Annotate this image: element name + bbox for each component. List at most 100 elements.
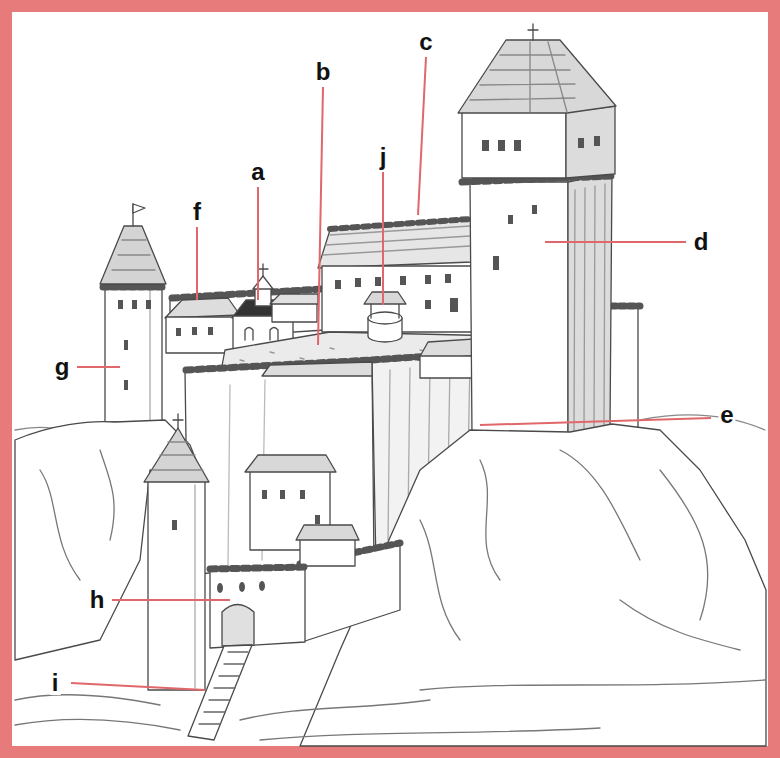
pencil-sketch-part: [172, 520, 177, 530]
sketch-part-part: [239, 582, 245, 592]
callout-letter: f: [191, 200, 203, 224]
pencil-sketch-part: [245, 328, 278, 341]
leader-lines-part: [71, 683, 205, 690]
pencil-sketch-part: [188, 645, 252, 740]
sketch-part: [335, 274, 458, 312]
pencil-sketch-part: [300, 538, 355, 566]
sketch-part-part: [335, 280, 341, 289]
leader-lines-part: [545, 241, 686, 243]
sketch-part-part: [482, 140, 489, 151]
pencil-sketch-part: [210, 567, 305, 569]
sketch-part-part: [124, 380, 128, 390]
pencil-sketch-part: [300, 424, 766, 746]
sketch-part-part: [300, 490, 305, 499]
pencil-sketch-part: [173, 414, 183, 428]
pencil-sketch-part: [100, 226, 166, 284]
sketch-part-part: [259, 581, 265, 591]
pencil-sketch-part: [148, 480, 205, 690]
sketch-part-part: [514, 140, 521, 151]
pencil-sketch-part: [210, 568, 305, 648]
pencil-sketch-part: [470, 42, 575, 112]
pencil-sketch-part: [253, 276, 273, 289]
pencil-sketch-part: [152, 442, 203, 470]
leader-lines-part: [418, 57, 426, 215]
pencil-sketch-part: [105, 285, 162, 422]
pencil-sketch-part: [368, 312, 402, 324]
sketch-part-part: [355, 278, 361, 287]
sketch-part-part: [192, 327, 197, 335]
pencil-sketch-part: [568, 172, 612, 434]
pencil-sketch-part: [566, 106, 615, 178]
sketch-part-part: [400, 276, 406, 285]
callout-letter: i: [50, 671, 61, 695]
sketch-part-part: [176, 328, 181, 336]
pencil-sketch-part: [149, 290, 150, 420]
sketch-part-part: [375, 277, 381, 286]
callout-letter: c: [417, 30, 434, 54]
pencil-sketch: [15, 24, 766, 746]
pencil-sketch-part: [420, 450, 740, 650]
sketch-part: [217, 581, 265, 593]
pencil-sketch-part: [458, 40, 616, 113]
pencil-sketch-part: [322, 266, 472, 332]
sketch-part: [262, 490, 320, 524]
pencil-sketch-part: [364, 292, 406, 304]
leader-lines: [71, 57, 711, 690]
pencil-sketch-part: [574, 184, 605, 430]
pencil-sketch-part: [528, 24, 538, 40]
pencil-sketch-part: [133, 204, 145, 213]
pencil-sketch-part: [185, 362, 374, 574]
sketch-part-part: [146, 300, 151, 309]
callout-letter: g: [53, 355, 72, 379]
callout-letter: e: [718, 403, 735, 427]
leader-lines-part: [382, 172, 384, 305]
sketch-part-part: [578, 138, 584, 148]
sketch-part-part: [498, 140, 505, 151]
callout-letter: d: [692, 230, 711, 254]
sketch-part-part: [445, 274, 451, 283]
leader-lines-part: [257, 187, 259, 300]
pencil-sketch-part: [199, 652, 248, 724]
frame-part: [12, 12, 768, 746]
sketch-part-part: [425, 275, 431, 284]
pencil-sketch-part: [470, 182, 568, 434]
pencil-sketch-part: [222, 605, 254, 647]
sketch-part-part: [425, 300, 431, 309]
leader-lines-part: [480, 418, 711, 425]
pencil-sketch-part: [258, 264, 268, 276]
pencil-sketch-part: [270, 294, 318, 304]
leader-lines-part: [77, 366, 120, 368]
callout-letter: j: [378, 145, 389, 169]
sketch-part-part: [315, 515, 320, 524]
sketch-part: [176, 327, 213, 336]
sketch-part-part: [508, 215, 513, 224]
sketch-part: [482, 136, 600, 270]
sketch-part-part: [118, 300, 123, 309]
sketch-part-part: [124, 340, 128, 350]
pencil-sketch-part: [15, 680, 765, 740]
pencil-sketch-part: [296, 525, 359, 540]
pencil-sketch-part: [194, 485, 195, 688]
sketch-part-part: [450, 298, 458, 312]
callout-letter: h: [88, 588, 107, 612]
leader-lines-part: [112, 599, 230, 601]
sketch-part-part: [280, 490, 285, 499]
pencil-sketch-part: [166, 317, 240, 353]
callout-letter: a: [249, 160, 266, 184]
sketch-part-part: [217, 583, 223, 593]
sketch-part-part: [208, 327, 213, 335]
sketch-part-part: [594, 136, 600, 146]
pencil-sketch-part: [245, 455, 336, 472]
pencil-sketch-part: [330, 219, 470, 229]
leader-lines-part: [196, 227, 198, 300]
sketch-part-part: [493, 256, 499, 270]
pencil-sketch-part: [272, 302, 317, 322]
pencil-sketch-part: [40, 450, 114, 580]
leader-lines-part: [318, 87, 323, 345]
sketch-part-part: [262, 490, 267, 499]
